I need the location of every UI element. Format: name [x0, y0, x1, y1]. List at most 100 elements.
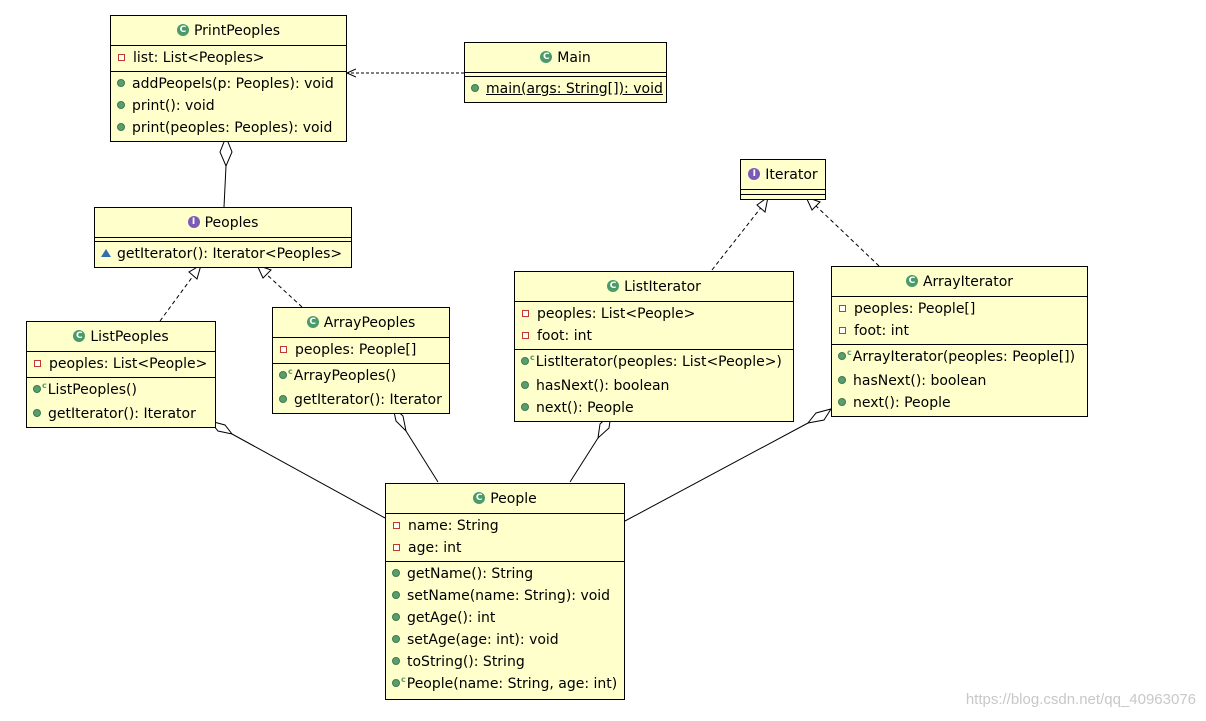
private-icon — [393, 543, 400, 551]
public-icon — [392, 657, 400, 665]
operation-row: cArrayPeoples() — [273, 365, 449, 389]
class-icon: C — [540, 51, 553, 63]
attributes-section: peoples: List<People> — [27, 352, 215, 378]
private-icon — [393, 521, 400, 529]
attribute-row: age: int — [386, 537, 624, 559]
interface-name: Iterator — [765, 167, 818, 183]
constructor-icon — [838, 352, 846, 360]
class-name: ListIterator — [624, 279, 701, 295]
operations-section — [741, 195, 825, 199]
operation-row: next(): People — [832, 392, 1087, 414]
operation-row: cListPeoples() — [27, 379, 215, 403]
operation-row: hasNext(): boolean — [515, 375, 793, 397]
attributes-section: peoples: List<People> foot: int — [515, 302, 793, 350]
attributes-section — [465, 73, 666, 77]
aggregation-printpeoples-peoples-line — [223, 165, 227, 208]
class-arraypeoples[interactable]: C ArrayPeoples peoples: People[] cArrayPe… — [272, 307, 450, 414]
operation-row: hasNext(): boolean — [832, 370, 1087, 392]
interface-icon: I — [187, 216, 200, 228]
class-name: ArrayPeoples — [323, 315, 416, 331]
public-icon — [279, 395, 287, 403]
constructor-icon — [33, 385, 41, 393]
public-icon — [521, 381, 529, 389]
class-name: Main — [557, 50, 591, 66]
attribute-row: name: String — [386, 515, 624, 537]
aggregation-listiterator-people-line — [569, 437, 599, 483]
class-icon: C — [473, 492, 486, 504]
class-icon: C — [176, 24, 189, 36]
operation-row: getIterator(): Iterator — [273, 389, 449, 411]
realization-triangle-listpeoples — [188, 263, 202, 280]
constructor-icon — [521, 357, 529, 365]
interface-peoples[interactable]: I Peoples getIterator(): Iterator<Peoples… — [94, 207, 352, 268]
aggregation-diamond-arrayiterator — [806, 408, 833, 424]
interface-name: Peoples — [204, 215, 259, 231]
class-printpeoples[interactable]: C PrintPeoples list: List<Peoples> addPeo… — [110, 15, 347, 142]
attributes-section — [95, 238, 351, 242]
operation-row: cPeople(name: String, age: int) — [386, 673, 624, 697]
constructor-icon — [279, 371, 287, 379]
operation-row: print(peoples: Peoples): void — [111, 117, 346, 139]
realization-arrayiterator-iterator — [813, 203, 880, 267]
aggregation-arrayiterator-people-line — [624, 422, 809, 522]
public-icon — [838, 398, 846, 406]
public-icon — [521, 403, 529, 411]
class-icon: C — [306, 316, 319, 328]
attribute-row: peoples: People[] — [273, 339, 449, 361]
class-listiterator[interactable]: C ListIterator peoples: List<People> foot… — [514, 271, 794, 422]
attributes-section — [741, 190, 825, 195]
public-icon — [392, 635, 400, 643]
operation-row: setName(name: String): void — [386, 585, 624, 607]
operation-row: toString(): String — [386, 651, 624, 673]
abstract-method-icon — [101, 249, 111, 257]
public-icon — [33, 409, 41, 417]
operation-row: cArrayIterator(peoples: People[]) — [832, 346, 1087, 370]
attribute-row: foot: int — [832, 320, 1087, 342]
private-icon — [839, 326, 846, 334]
private-icon — [118, 53, 125, 61]
attribute-row: list: List<Peoples> — [111, 47, 346, 69]
aggregation-diamond-printpeoples — [219, 135, 233, 168]
class-icon: C — [607, 280, 620, 292]
public-icon — [117, 123, 125, 131]
realization-triangle-listiterator — [756, 195, 769, 213]
operation-row: setAge(age: int): void — [386, 629, 624, 651]
class-name: PrintPeoples — [193, 23, 280, 39]
public-icon — [392, 591, 400, 599]
attributes-section: peoples: People[] — [273, 338, 449, 364]
operation-row: getIterator(): Iterator<Peoples> — [95, 243, 351, 265]
operations-section: cListIterator(peoples: List<People>) has… — [515, 350, 793, 421]
class-icon: C — [905, 275, 918, 287]
public-icon — [392, 613, 400, 621]
private-icon — [280, 345, 287, 353]
realization-arraypeoples-peoples — [263, 271, 303, 308]
aggregation-listpeoples-people-line — [231, 433, 386, 519]
attributes-section: list: List<Peoples> — [111, 46, 346, 72]
interface-iterator[interactable]: I Iterator — [740, 159, 826, 200]
watermark: https://blog.csdn.net/qq_40963076 — [965, 691, 1196, 708]
operations-section: addPeopels(p: Peoples): void print(): vo… — [111, 72, 346, 141]
operation-row: print(): void — [111, 95, 346, 117]
attributes-section: name: String age: int — [386, 514, 624, 562]
operation-row: next(): People — [515, 397, 793, 419]
private-icon — [34, 359, 41, 367]
realization-listiterator-iterator — [711, 204, 764, 271]
attributes-section: peoples: People[] foot: int — [832, 297, 1087, 345]
operation-row: cListIterator(peoples: List<People>) — [515, 351, 793, 375]
public-icon — [117, 79, 125, 87]
public-icon — [117, 101, 125, 109]
operations-section: cArrayIterator(peoples: People[]) hasNex… — [832, 345, 1087, 416]
public-icon — [392, 569, 400, 577]
aggregation-arraypeoples-people-line — [405, 430, 439, 483]
operation-row: getAge(): int — [386, 607, 624, 629]
operations-section: cListPeoples() getIterator(): Iterator — [27, 378, 215, 427]
class-main[interactable]: C Main main(args: String[]): void — [464, 42, 667, 103]
interface-icon: I — [748, 168, 761, 180]
operations-section: getName(): String setName(name: String):… — [386, 562, 624, 699]
private-icon — [522, 331, 529, 339]
operations-section: main(args: String[]): void — [465, 77, 666, 102]
public-icon — [471, 84, 479, 92]
